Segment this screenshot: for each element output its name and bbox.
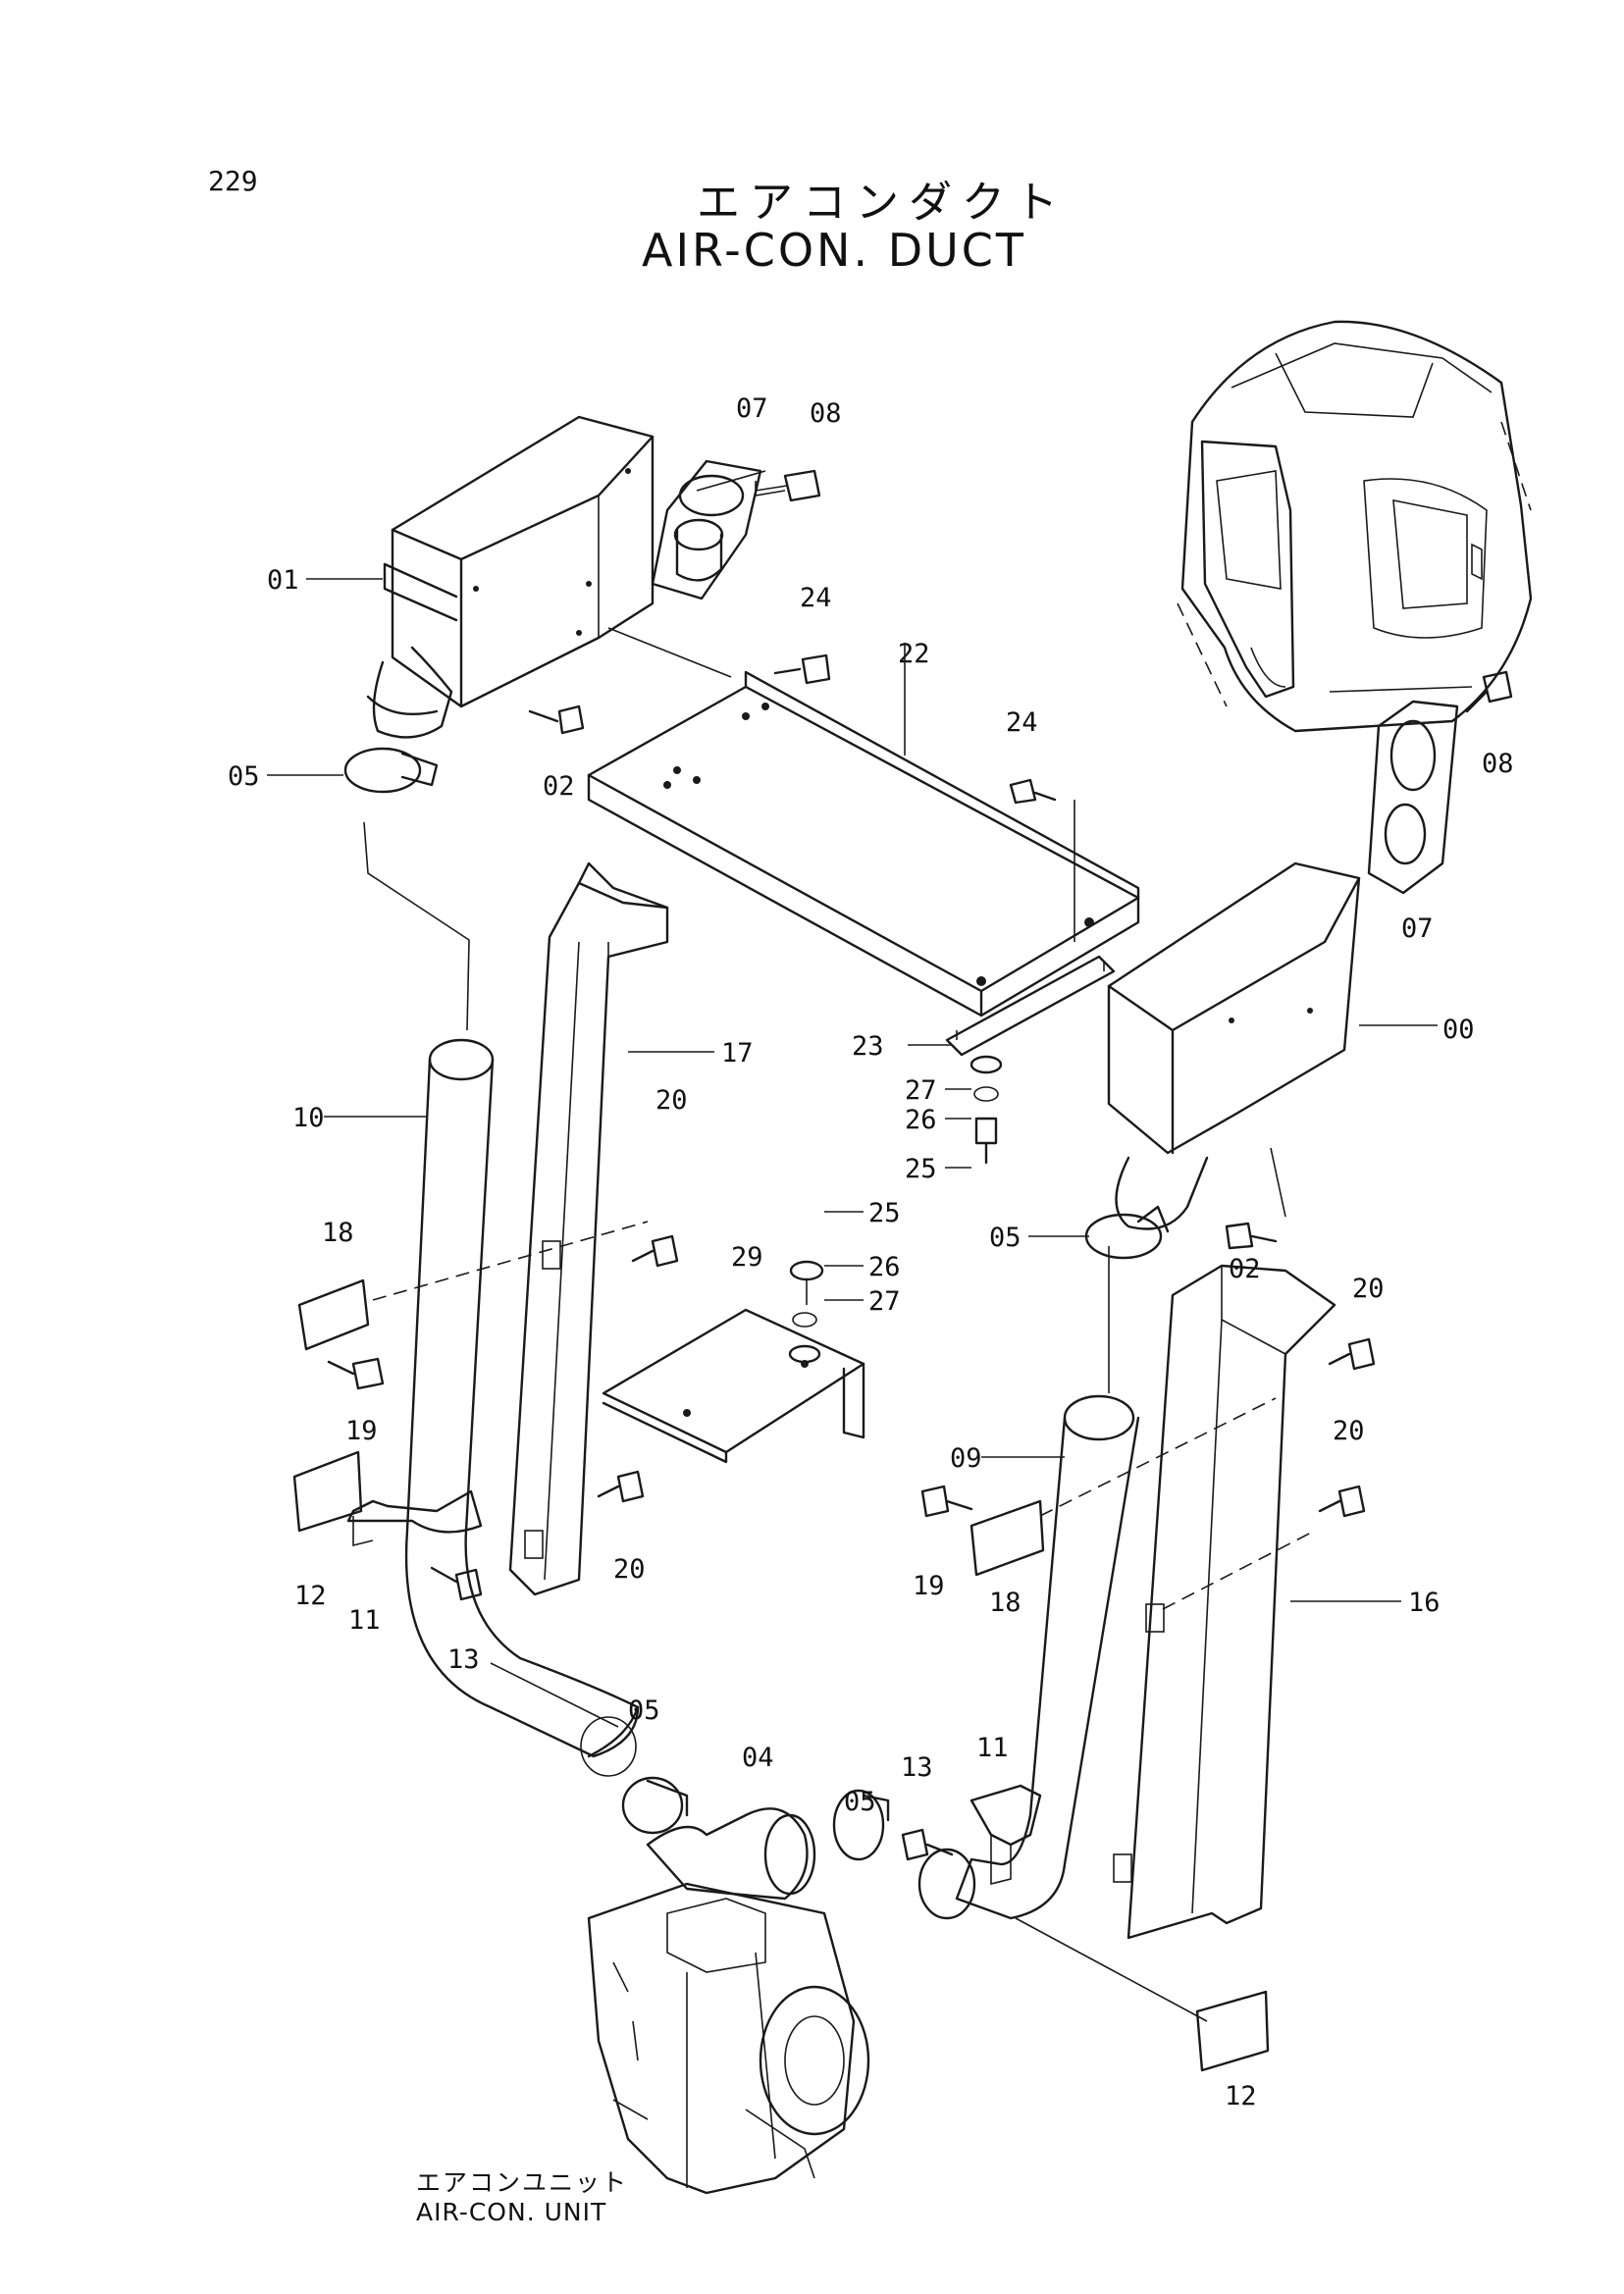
part-13-bolt-right <box>901 1828 954 1861</box>
callout-26-upper: 26 <box>905 1105 937 1135</box>
part-16-shroud-right <box>1113 1264 1336 1940</box>
callout-26-lower: 26 <box>868 1252 901 1282</box>
callout-05-upper-left: 05 <box>228 761 260 792</box>
part-11-strap-right <box>969 1784 1042 1886</box>
cab-illustration <box>1177 320 1533 733</box>
callout-19-right: 19 <box>913 1571 945 1601</box>
part-23-bracket <box>945 955 1116 1057</box>
part-09-hose-right <box>917 1394 1140 1920</box>
part-12-plate-right <box>1195 1990 1270 2072</box>
callout-20-upper-left: 20 <box>655 1085 688 1116</box>
callout-02-left: 02 <box>543 771 575 802</box>
callout-05-lower-right: 05 <box>844 1787 876 1817</box>
part-07-plate-right <box>1367 700 1459 895</box>
part-20-bolts-right <box>1318 1337 1376 1518</box>
callout-29: 29 <box>731 1242 763 1273</box>
callout-05-lower-left: 05 <box>628 1695 660 1726</box>
part-19-bolt-right <box>920 1485 973 1518</box>
callout-13-right: 13 <box>901 1752 933 1783</box>
part-08-bolt-right <box>1465 670 1513 713</box>
diagram-title-english: AIR-CON. DUCT <box>642 224 1027 277</box>
callout-19-left: 19 <box>345 1416 378 1446</box>
part-19-bolt-left <box>327 1357 385 1390</box>
callout-20-lower-right: 20 <box>1333 1416 1365 1446</box>
part-24-bolts <box>773 653 1057 805</box>
assembly-leader-lines <box>363 470 1473 2022</box>
callout-25-lower: 25 <box>868 1198 901 1228</box>
callout-07-upper: 07 <box>736 393 768 424</box>
part-18-plate-right <box>969 1499 1045 1577</box>
callout-11-left: 11 <box>348 1605 381 1636</box>
unit-caption-japanese: エアコンユニット <box>416 2168 629 2197</box>
callout-02-right: 02 <box>1229 1254 1261 1284</box>
page-number: 229 <box>208 165 258 197</box>
callout-22: 22 <box>898 639 930 669</box>
part-07-plate-upper <box>651 459 762 600</box>
part-00-duct-right <box>1107 861 1361 1230</box>
diagram-title-japanese: エアコンダクト <box>697 178 1068 228</box>
part-13-bolt-left <box>430 1566 483 1601</box>
callout-00: 00 <box>1442 1015 1475 1045</box>
callout-01: 01 <box>267 565 299 596</box>
callout-12-left: 12 <box>294 1581 327 1611</box>
callout-08-upper: 08 <box>810 398 842 429</box>
callout-24-upper: 24 <box>800 583 832 613</box>
part-05-clamps <box>343 747 1170 1861</box>
callout-12-right: 12 <box>1225 2081 1257 2112</box>
callout-25-upper: 25 <box>905 1154 937 1184</box>
callout-20-lower-left: 20 <box>613 1554 646 1585</box>
part-20-bolts-left <box>597 1234 679 1503</box>
part-17-shroud-left <box>508 861 669 1596</box>
callout-23: 23 <box>852 1031 884 1062</box>
part-25-26-27-fasteners <box>788 1055 1003 1364</box>
callout-08-right: 08 <box>1482 749 1514 779</box>
callout-labels: 07 08 01 24 22 05 02 24 08 17 07 10 00 2… <box>228 393 1514 2112</box>
part-01-duct-left <box>366 415 655 739</box>
callout-20-upper-right: 20 <box>1352 1274 1385 1304</box>
callout-11-right: 11 <box>976 1733 1009 1763</box>
callout-10: 10 <box>292 1103 325 1133</box>
callout-04: 04 <box>742 1743 774 1773</box>
part-08-bolt-upper <box>755 469 821 502</box>
part-29-bracket <box>602 1308 865 1464</box>
callout-18-right: 18 <box>989 1588 1022 1618</box>
unit-caption-english: AIR-CON. UNIT <box>416 2198 607 2226</box>
callout-27-lower: 27 <box>868 1286 901 1317</box>
part-11-strap-left <box>346 1489 483 1547</box>
callout-leaders <box>267 578 1438 1602</box>
part-10-hose-left <box>404 1038 640 1777</box>
callout-27-upper: 27 <box>905 1075 937 1106</box>
callout-16: 16 <box>1408 1588 1441 1618</box>
callout-09: 09 <box>950 1443 982 1474</box>
callout-18-left: 18 <box>322 1218 354 1248</box>
callout-17: 17 <box>721 1038 754 1069</box>
aircon-unit-illustration <box>587 1882 870 2195</box>
callout-07-right: 07 <box>1401 913 1434 944</box>
part-02-bolts <box>528 704 1278 1250</box>
part-22-tray <box>587 670 1140 1017</box>
callout-24-right: 24 <box>1006 707 1038 738</box>
part-04-elbow <box>646 1807 816 1901</box>
part-18-plate-left <box>297 1278 370 1351</box>
callout-13-left: 13 <box>447 1644 480 1675</box>
part-12-plate-left <box>292 1450 363 1533</box>
callout-05-right: 05 <box>989 1223 1022 1253</box>
